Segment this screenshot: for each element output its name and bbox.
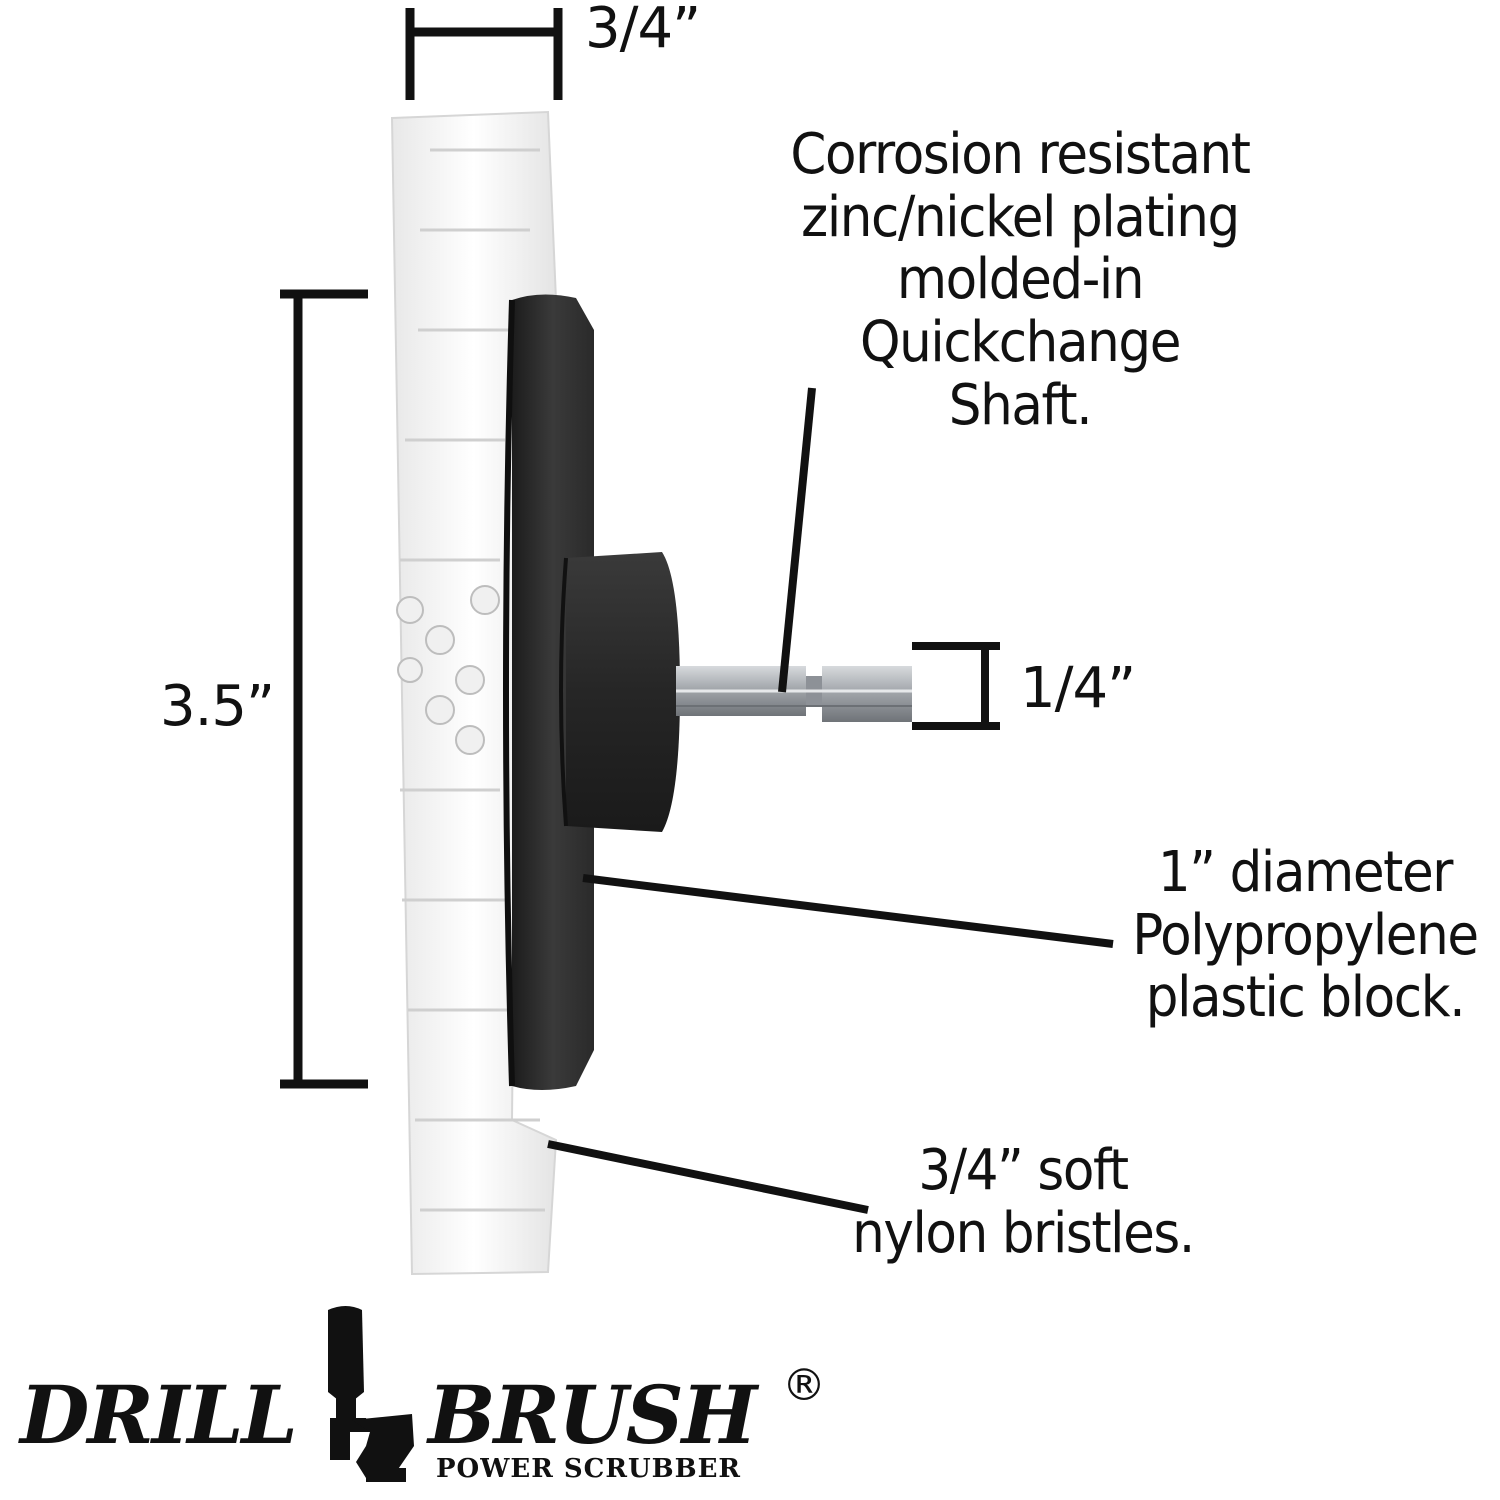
shaft-callout-line: molded-in <box>896 247 1145 313</box>
logo-word-left: DRILL <box>20 1368 298 1462</box>
callout-leader-lines <box>547 387 1114 1214</box>
registered-trademark-mark: ® <box>782 1360 826 1411</box>
shaft-dimension-label: 1/4” <box>1020 656 1136 721</box>
polypropylene-block <box>503 294 594 1090</box>
block-callout-line: 1” diameter <box>1157 840 1454 905</box>
block-leader-line <box>582 874 1114 948</box>
logo-word-right: BRUSH <box>428 1368 757 1462</box>
block-callout-text: 1” diameter Polypropylene plastic block. <box>1116 840 1493 1031</box>
drill-brush-logo-icon <box>328 1306 414 1482</box>
height-dimension-marker <box>280 289 368 1089</box>
block-callout-line: Polypropylene <box>1132 902 1479 968</box>
logo-tagline: POWER SCRUBBER <box>436 1454 742 1484</box>
height-dimension-label: 3.5” <box>160 674 275 739</box>
shaft-leader-line <box>778 387 816 693</box>
shaft-callout-line: Corrosion resistant <box>790 122 1251 187</box>
width-dimension-label: 3/4” <box>585 0 701 61</box>
shaft-dimension-marker <box>912 642 1000 730</box>
shaft-callout-line: zinc/nickel plating <box>801 184 1240 250</box>
bristles-callout-line: 3/4” soft <box>918 1138 1129 1203</box>
hex-shaft <box>676 666 912 722</box>
shaft-callout-text: Corrosion resistant zinc/nickel plating … <box>735 122 1305 438</box>
shaft-callout-line: Quickchange <box>859 310 1181 376</box>
bristles-callout-line: nylon bristles. <box>852 1200 1195 1266</box>
quickchange-hub <box>559 552 680 832</box>
block-callout-line: plastic block. <box>1145 965 1466 1031</box>
bristles-leader-line <box>547 1140 869 1214</box>
width-dimension-marker <box>405 8 563 100</box>
shaft-callout-line: Shaft. <box>948 372 1093 438</box>
bristles-callout-text: 3/4” soft nylon bristles. <box>834 1138 1211 1266</box>
